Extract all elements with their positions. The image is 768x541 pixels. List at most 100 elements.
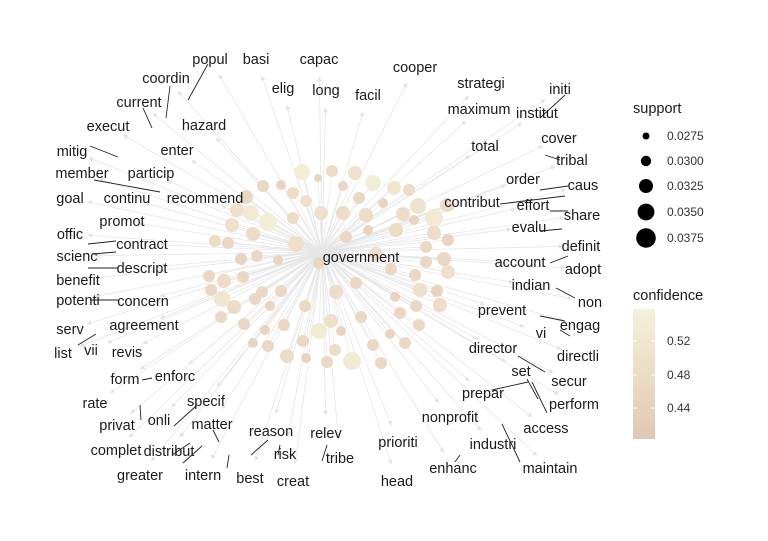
label-leader-line: [87, 240, 117, 245]
word-label: agreement: [109, 318, 178, 334]
confidence-tick-label: 0.48: [667, 368, 691, 382]
word-label: effort: [517, 198, 550, 214]
word-label: facil: [355, 88, 381, 104]
graph-edge: [321, 229, 397, 253]
graph-edge: [292, 192, 323, 253]
word-label: maximum: [448, 102, 511, 118]
label-leader-line: [559, 329, 571, 337]
graph-node: [237, 271, 249, 283]
graph-edge: [242, 251, 323, 278]
word-label: indian: [512, 278, 551, 294]
graph-node: [314, 174, 322, 182]
word-label: best: [236, 471, 263, 487]
word-label: coordin: [142, 71, 190, 87]
word-label: definit: [562, 239, 601, 255]
word-label: potenti: [56, 293, 100, 309]
graph-node: [275, 285, 287, 297]
graph-edge: [321, 215, 565, 253]
legend-support-title: support: [633, 101, 681, 117]
word-label: execut: [87, 119, 130, 135]
graph-node: [273, 255, 283, 265]
label-leader-line: [539, 185, 569, 191]
graph-node: [227, 300, 241, 314]
graph-edge: [252, 233, 323, 253]
graph-edge: [245, 196, 323, 253]
graph-edge: [321, 107, 328, 253]
word-label: vii: [84, 343, 98, 359]
graph-edge: [211, 251, 323, 460]
graph-edge: [301, 171, 323, 253]
graph-edge: [215, 137, 323, 253]
word-label: greater: [117, 468, 163, 484]
label-leader-line: [139, 404, 142, 421]
support-legend-dot: [642, 132, 650, 140]
graph-node: [248, 338, 258, 348]
word-label: share: [564, 208, 600, 224]
graph-node: [365, 175, 381, 191]
word-label: concern: [117, 294, 169, 310]
graph-edge: [321, 251, 406, 344]
word-label: director: [469, 341, 518, 357]
support-legend-dot: [636, 228, 656, 248]
graph-node: [278, 319, 290, 331]
graph-node: [205, 284, 217, 296]
graph-edge: [191, 160, 323, 253]
graph-node: [215, 311, 227, 323]
word-label: maintain: [523, 461, 578, 477]
label-leader-line: [187, 63, 209, 101]
graph-node: [348, 166, 362, 180]
graph-node: [297, 335, 309, 347]
graph-node: [359, 208, 373, 222]
graph-edge: [321, 251, 362, 318]
graph-edge: [321, 212, 344, 253]
word-label: distribut: [144, 444, 195, 460]
graph-node: [251, 250, 263, 262]
word-label: mitig: [57, 144, 88, 160]
graph-node: [431, 285, 443, 297]
support-legend-label: 0.0375: [667, 231, 704, 245]
graph-node: [409, 269, 421, 281]
graph-node: [355, 311, 367, 323]
word-label: popul: [192, 52, 227, 68]
word-label: elig: [272, 81, 295, 97]
graph-node: [257, 180, 269, 192]
graph-node: [336, 206, 350, 220]
word-label: particip: [128, 166, 175, 182]
graph-node: [425, 209, 443, 227]
graph-node: [225, 218, 239, 232]
word-label: hazard: [182, 118, 226, 134]
graph-edge: [321, 95, 469, 253]
graph-edge: [305, 200, 323, 253]
graph-node: [324, 314, 338, 328]
word-label: member: [55, 166, 108, 182]
word-label: account: [495, 255, 546, 271]
label-leader-line: [499, 195, 566, 205]
word-label: prepar: [462, 386, 504, 402]
word-label: contribut: [444, 195, 500, 211]
word-label: long: [312, 83, 339, 99]
graph-node: [353, 192, 365, 204]
graph-node: [390, 292, 400, 302]
graph-node: [336, 326, 346, 336]
word-label: onli: [148, 413, 171, 429]
confidence-tick-label: 0.52: [667, 334, 691, 348]
graph-edge: [86, 251, 323, 325]
graph-node: [276, 180, 286, 190]
graph-edge: [151, 251, 323, 462]
word-label: tribe: [326, 451, 354, 467]
label-leader-line: [544, 154, 561, 161]
graph-node: [369, 247, 383, 261]
support-legend-label: 0.0275: [667, 129, 704, 143]
word-label: perform: [549, 397, 599, 413]
graph-edge: [321, 251, 391, 335]
word-label: strategi: [457, 76, 505, 92]
word-label: reason: [249, 424, 293, 440]
label-leader-line: [250, 439, 269, 456]
word-label: list: [54, 346, 72, 362]
label-leader-line: [321, 444, 328, 462]
graph-edge: [321, 251, 417, 307]
